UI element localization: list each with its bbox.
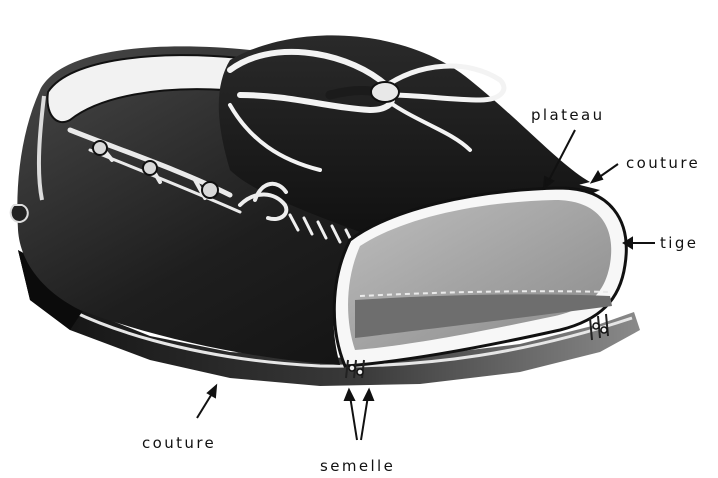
label-semelle: semelle [320, 459, 395, 474]
semelle-arrowhead-left [345, 390, 354, 400]
semelle-arrowhead-right [364, 390, 373, 400]
semelle-leader-right [361, 396, 368, 440]
label-couture-lower: couture [142, 436, 216, 451]
heel-tab [11, 205, 28, 222]
label-couture-upper: couture [626, 156, 700, 171]
label-plateau: plateau [531, 108, 605, 123]
label-tige: tige [660, 236, 698, 251]
couture-bottom-leader [197, 392, 213, 418]
couture-top-arrowhead [592, 172, 602, 182]
lace-knot [371, 82, 399, 102]
semelle-leader-left [350, 396, 357, 440]
couture-bottom-arrowhead [208, 386, 216, 397]
